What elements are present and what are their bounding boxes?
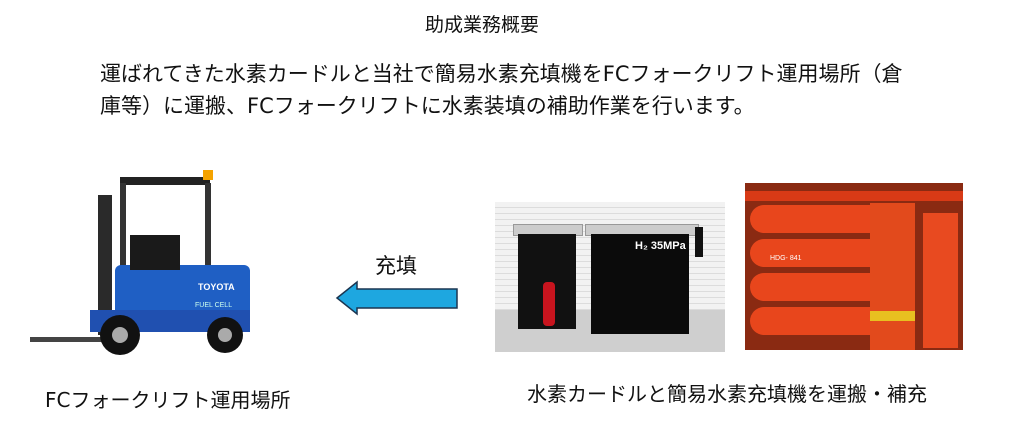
cylinder-label-text: HDG- 841 <box>770 255 802 262</box>
arrow-label: 充填 <box>375 254 417 278</box>
description-line-2: 庫等）に運搬、FCフォークリフトに水素装填の補助作業を行います。 <box>100 94 755 118</box>
hydrogen-curdle-photo: HDG- 841 <box>745 183 963 350</box>
description-line-1: 運ばれてきた水素カードルと当社で簡易水素充填機をFCフォークリフト運用場所（倉 <box>100 62 903 86</box>
page-title: 助成業務概要 <box>425 14 540 36</box>
forklift-photo: TOYOTA FUEL CELL <box>30 170 250 355</box>
transport-caption: 水素カードルと簡易水素充填機を運搬・補充 <box>527 382 927 406</box>
cart-label-text: H₂ 35MPa <box>635 240 686 252</box>
left-arrow-icon <box>335 280 458 316</box>
forklift-brand-text: TOYOTA <box>198 282 235 292</box>
forklift-fuel-cell-text: FUEL CELL <box>195 302 232 309</box>
hydrogen-filler-photo: H₂ 35MPa <box>495 202 725 352</box>
forklift-caption: FCフォークリフト運用場所 <box>45 388 291 412</box>
